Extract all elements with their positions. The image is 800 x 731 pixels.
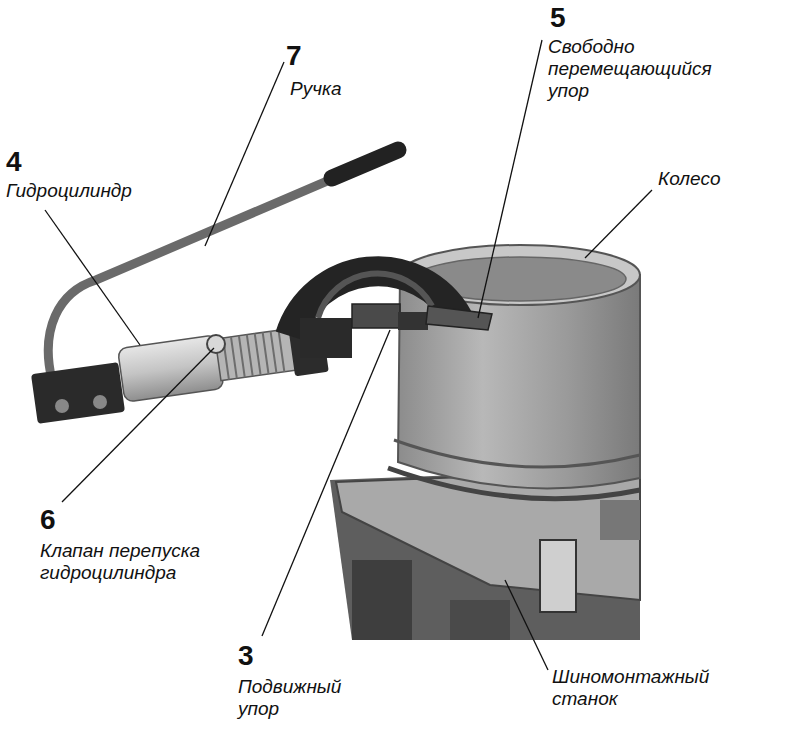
callout-number: 5 bbox=[550, 2, 566, 34]
callout-number: 6 bbox=[40, 504, 56, 536]
part-label: Ручка bbox=[290, 78, 342, 100]
callout-number: 7 bbox=[286, 40, 302, 72]
part-label: Колесо bbox=[658, 168, 720, 190]
tyre-machine bbox=[330, 468, 640, 640]
part-label: Подвижный упор bbox=[238, 676, 348, 720]
part-label: Гидроцилиндр bbox=[6, 180, 132, 202]
callout-number: 4 bbox=[6, 146, 22, 178]
part-label: Свободно перемещающийся упор bbox=[548, 36, 723, 102]
callout-number: 3 bbox=[238, 640, 254, 672]
part-label: Шиномонтажный станок bbox=[552, 666, 712, 710]
part-label: Клапан перепуска гидроцилиндра bbox=[40, 540, 220, 584]
